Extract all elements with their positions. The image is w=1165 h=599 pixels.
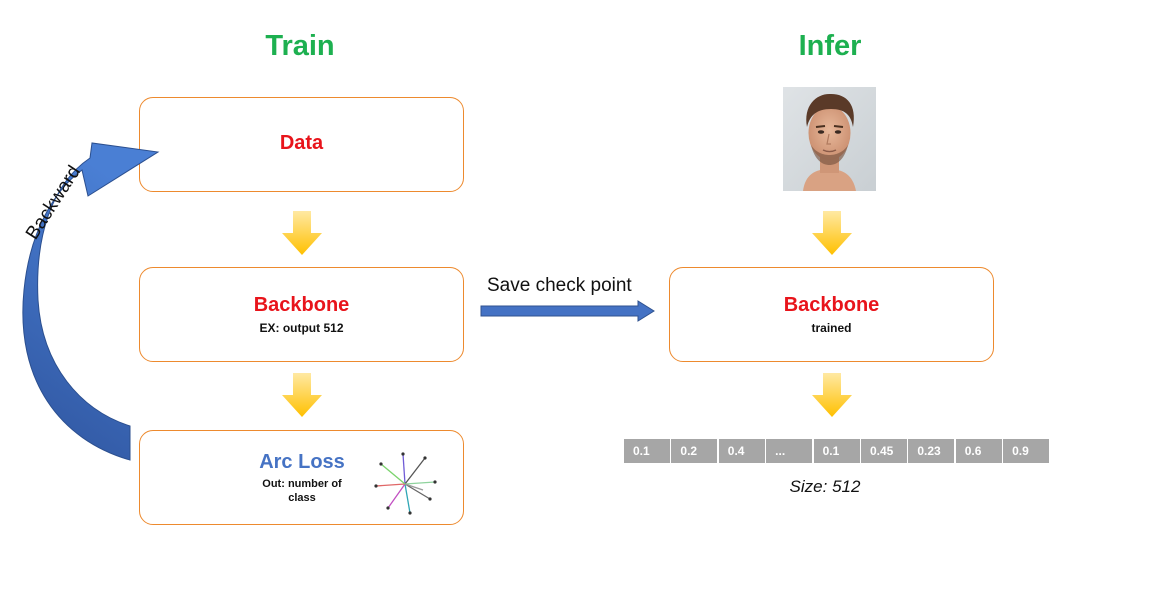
arcloss-label: Arc Loss: [259, 451, 345, 473]
data-box-label: Data: [279, 132, 324, 154]
infer-backbone-box: Backbone trained: [669, 267, 994, 362]
arcloss-box: Arc Loss Out: number of class: [139, 430, 464, 525]
embedding-cell: ...: [766, 439, 813, 463]
infer-backbone-label: Backbone: [783, 294, 880, 316]
embedding-cell: 0.23: [908, 439, 955, 463]
save-checkpoint-label: Save check point: [487, 275, 632, 296]
embedding-size-caption: Size: 512: [789, 477, 861, 496]
embedding-vector: 0.1 0.2 0.4 ... 0.1 0.45 0.23 0.6 0.9: [624, 439, 1051, 463]
infer-backbone-sublabel: trained: [811, 321, 852, 335]
train-backbone-box: Backbone EX: output 512: [139, 267, 464, 362]
arcloss-sublabel-line1: Out: number of: [262, 478, 342, 490]
train-backbone-label: Backbone: [253, 294, 350, 316]
arcloss-sublabel-line2: class: [288, 492, 316, 504]
save-checkpoint-arrow: [480, 300, 655, 322]
embedding-cell: 0.45: [860, 439, 907, 463]
backward-curved-arrow: [22, 142, 160, 461]
arc-vectors-icon: [374, 452, 437, 515]
arcloss-sublabel: Out: number of class: [246, 477, 358, 505]
train-title: Train: [265, 30, 335, 62]
train-backbone-sublabel: EX: output 512: [259, 321, 344, 335]
flow-arrow-data-to-backbone: [282, 211, 322, 255]
flow-arrow-backbone-to-arcloss: [282, 373, 322, 417]
flow-arrow-backbone-to-embedding: [812, 373, 852, 417]
embedding-cell: 0.2: [671, 439, 718, 463]
embedding-cell: 0.6: [955, 439, 1002, 463]
face-photo: [783, 87, 876, 191]
infer-title: Infer: [798, 30, 862, 62]
embedding-cell: 0.1: [624, 439, 670, 463]
embedding-cell: 0.9: [1003, 439, 1050, 463]
embedding-cell: 0.4: [718, 439, 765, 463]
data-box: Data: [139, 97, 464, 192]
embedding-cell: 0.1: [813, 439, 860, 463]
flow-arrow-image-to-backbone: [812, 211, 852, 255]
